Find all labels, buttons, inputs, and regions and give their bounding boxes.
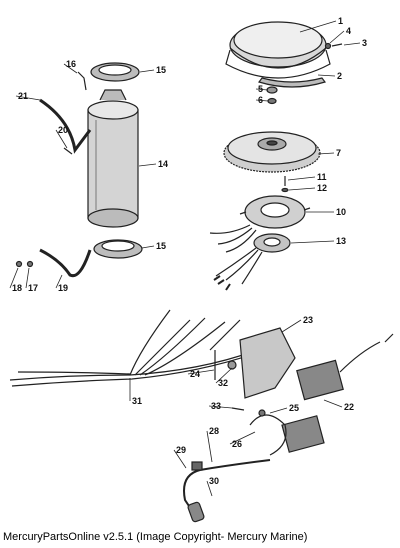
callout-2: 2 bbox=[337, 71, 342, 81]
bushing bbox=[258, 409, 266, 417]
leader-line bbox=[288, 187, 316, 191]
leader-line bbox=[323, 399, 343, 408]
leader-line bbox=[317, 74, 336, 77]
terminal-screw bbox=[63, 147, 73, 155]
callout-1: 1 bbox=[338, 16, 343, 26]
callout-33: 33 bbox=[211, 401, 221, 411]
leader-line bbox=[215, 367, 233, 384]
leader-line bbox=[317, 152, 335, 155]
callout-6: 6 bbox=[258, 95, 263, 105]
callout-17: 17 bbox=[28, 283, 38, 293]
leader-line bbox=[255, 88, 269, 91]
leader-line bbox=[255, 99, 269, 102]
callout-28: 28 bbox=[209, 426, 219, 436]
washer-terminal bbox=[15, 260, 23, 268]
leader-line bbox=[141, 245, 155, 249]
leader-line bbox=[63, 63, 78, 74]
callout-23: 23 bbox=[303, 315, 313, 325]
starter-cap-top bbox=[90, 62, 140, 82]
leader-line bbox=[173, 449, 187, 469]
bracket bbox=[239, 327, 296, 399]
callout-19: 19 bbox=[58, 283, 68, 293]
leader-line bbox=[343, 42, 361, 46]
flywheel-cover bbox=[225, 21, 331, 79]
leader-line bbox=[55, 274, 63, 289]
positive-cable bbox=[39, 98, 92, 154]
leader-line bbox=[187, 369, 215, 375]
image-caption: MercuryPartsOnline v2.5.1 (Image Copyrig… bbox=[3, 531, 308, 543]
leader-line bbox=[139, 69, 155, 73]
washer-stator bbox=[281, 187, 289, 193]
ignition-coil bbox=[249, 414, 287, 456]
leader-line bbox=[9, 267, 19, 289]
nut-terminal bbox=[26, 260, 34, 268]
starter-cap-bottom bbox=[93, 239, 143, 259]
leader-line bbox=[290, 240, 335, 244]
starter-bolt bbox=[77, 71, 87, 91]
ground-screw bbox=[231, 407, 245, 411]
battery-cable bbox=[39, 248, 92, 278]
switch-box bbox=[281, 333, 394, 453]
callout-10: 10 bbox=[336, 207, 346, 217]
callout-15: 15 bbox=[156, 65, 166, 75]
leader-line bbox=[287, 176, 316, 181]
callout-31: 31 bbox=[132, 396, 142, 406]
callout-16: 16 bbox=[66, 59, 76, 69]
cover-bracket bbox=[258, 77, 326, 88]
callout-30: 30 bbox=[209, 476, 219, 486]
leader-line bbox=[281, 319, 302, 333]
spark-plug-cap bbox=[191, 461, 203, 471]
starter-motor bbox=[87, 89, 139, 228]
callout-18: 18 bbox=[12, 283, 22, 293]
callout-13: 13 bbox=[336, 236, 346, 246]
leader-line bbox=[208, 405, 233, 409]
callout-14: 14 bbox=[158, 159, 168, 169]
trigger bbox=[213, 233, 291, 291]
callout-32: 32 bbox=[218, 378, 228, 388]
washer bbox=[324, 42, 332, 50]
callout-15: 15 bbox=[156, 241, 166, 251]
callout-4: 4 bbox=[346, 26, 351, 36]
callout-20: 20 bbox=[58, 125, 68, 135]
leader-line bbox=[329, 30, 345, 44]
callout-5: 5 bbox=[258, 84, 263, 94]
wiring-harness bbox=[9, 309, 273, 387]
leader-line bbox=[206, 480, 213, 497]
washer-small bbox=[267, 97, 277, 105]
leader-line bbox=[15, 95, 41, 101]
callout-11: 11 bbox=[317, 172, 327, 182]
leader-line bbox=[138, 163, 157, 167]
grommet bbox=[227, 360, 237, 370]
callout-12: 12 bbox=[317, 183, 327, 193]
screw bbox=[331, 43, 343, 47]
flywheel bbox=[223, 131, 321, 173]
leader-line bbox=[206, 430, 213, 463]
callout-29: 29 bbox=[176, 445, 186, 455]
callout-3: 3 bbox=[362, 38, 367, 48]
callout-26: 26 bbox=[232, 439, 242, 449]
callout-24: 24 bbox=[190, 369, 200, 379]
leader-line bbox=[55, 129, 68, 149]
leader-line bbox=[269, 407, 288, 414]
callout-7: 7 bbox=[336, 148, 341, 158]
leader-line bbox=[299, 20, 337, 33]
leader-line bbox=[229, 431, 256, 445]
nut bbox=[266, 86, 278, 94]
callout-21: 21 bbox=[18, 91, 28, 101]
callout-22: 22 bbox=[344, 402, 354, 412]
leader-line bbox=[25, 267, 30, 289]
stator bbox=[209, 195, 311, 253]
spark-plug-boot bbox=[187, 501, 205, 523]
callout-25: 25 bbox=[289, 403, 299, 413]
